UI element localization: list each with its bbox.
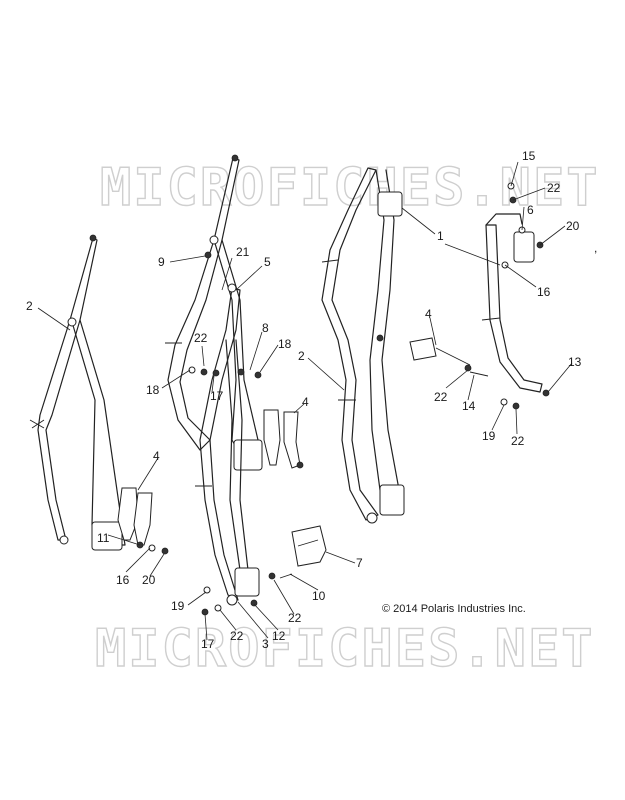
callout-18: 18 xyxy=(146,383,160,397)
callout-16: 16 xyxy=(537,285,551,299)
callout-2: 2 xyxy=(298,349,305,363)
copyright-notice: © 2014 Polaris Industries Inc. xyxy=(382,603,526,615)
callout-22: 22 xyxy=(511,434,525,448)
callout-labels: 15 22 6 20 1 16 21 5 9 2 8 18 22 17 18 4… xyxy=(26,149,582,651)
callout-4: 4 xyxy=(425,307,432,321)
belt-assembly-left xyxy=(29,234,126,551)
callout-4: 4 xyxy=(302,395,309,409)
callout-7: 7 xyxy=(356,556,363,570)
callout-4: 4 xyxy=(153,449,160,463)
callout-20: 20 xyxy=(566,219,580,233)
callout-6: 6 xyxy=(527,203,534,217)
watermark-bottom: MICROFICHES.NET xyxy=(95,619,595,679)
callout-3: 3 xyxy=(262,637,269,651)
callout-20: 20 xyxy=(142,573,156,587)
callout-17: 17 xyxy=(210,389,224,403)
callout-19: 19 xyxy=(171,599,185,613)
callout-8: 8 xyxy=(262,321,269,335)
callout-17: 17 xyxy=(201,637,215,651)
bottom-hardware xyxy=(201,586,258,616)
callout-9: 9 xyxy=(158,255,165,269)
callout-5: 5 xyxy=(264,255,271,269)
callout-22: 22 xyxy=(547,181,561,195)
watermark-top: MICROFICHES.NET xyxy=(100,158,600,218)
buckle-center xyxy=(263,409,304,469)
callout-11: 11 xyxy=(97,531,110,545)
stray-mark: , xyxy=(594,241,597,255)
callout-22: 22 xyxy=(230,629,244,643)
callout-22: 22 xyxy=(288,611,302,625)
belt-assembly-right xyxy=(481,182,550,410)
leader-lines xyxy=(37,161,573,641)
callout-16: 16 xyxy=(116,573,130,587)
callout-18: 18 xyxy=(278,337,292,351)
callout-12: 12 xyxy=(272,629,286,643)
belt-assembly-center xyxy=(165,154,263,606)
buckle-left xyxy=(117,487,169,555)
callout-14: 14 xyxy=(462,399,476,413)
callout-19: 19 xyxy=(482,429,496,443)
callout-1: 1 xyxy=(437,229,444,243)
belt-assembly-right-center xyxy=(321,167,405,524)
retractor-cover xyxy=(268,525,327,580)
callout-22: 22 xyxy=(434,390,448,404)
callout-15: 15 xyxy=(522,149,536,163)
callout-13: 13 xyxy=(568,355,582,369)
callout-10: 10 xyxy=(312,589,326,603)
callout-21: 21 xyxy=(236,245,250,259)
callout-2: 2 xyxy=(26,299,33,313)
buckle-right-center xyxy=(409,337,489,377)
callout-22: 22 xyxy=(194,331,208,345)
